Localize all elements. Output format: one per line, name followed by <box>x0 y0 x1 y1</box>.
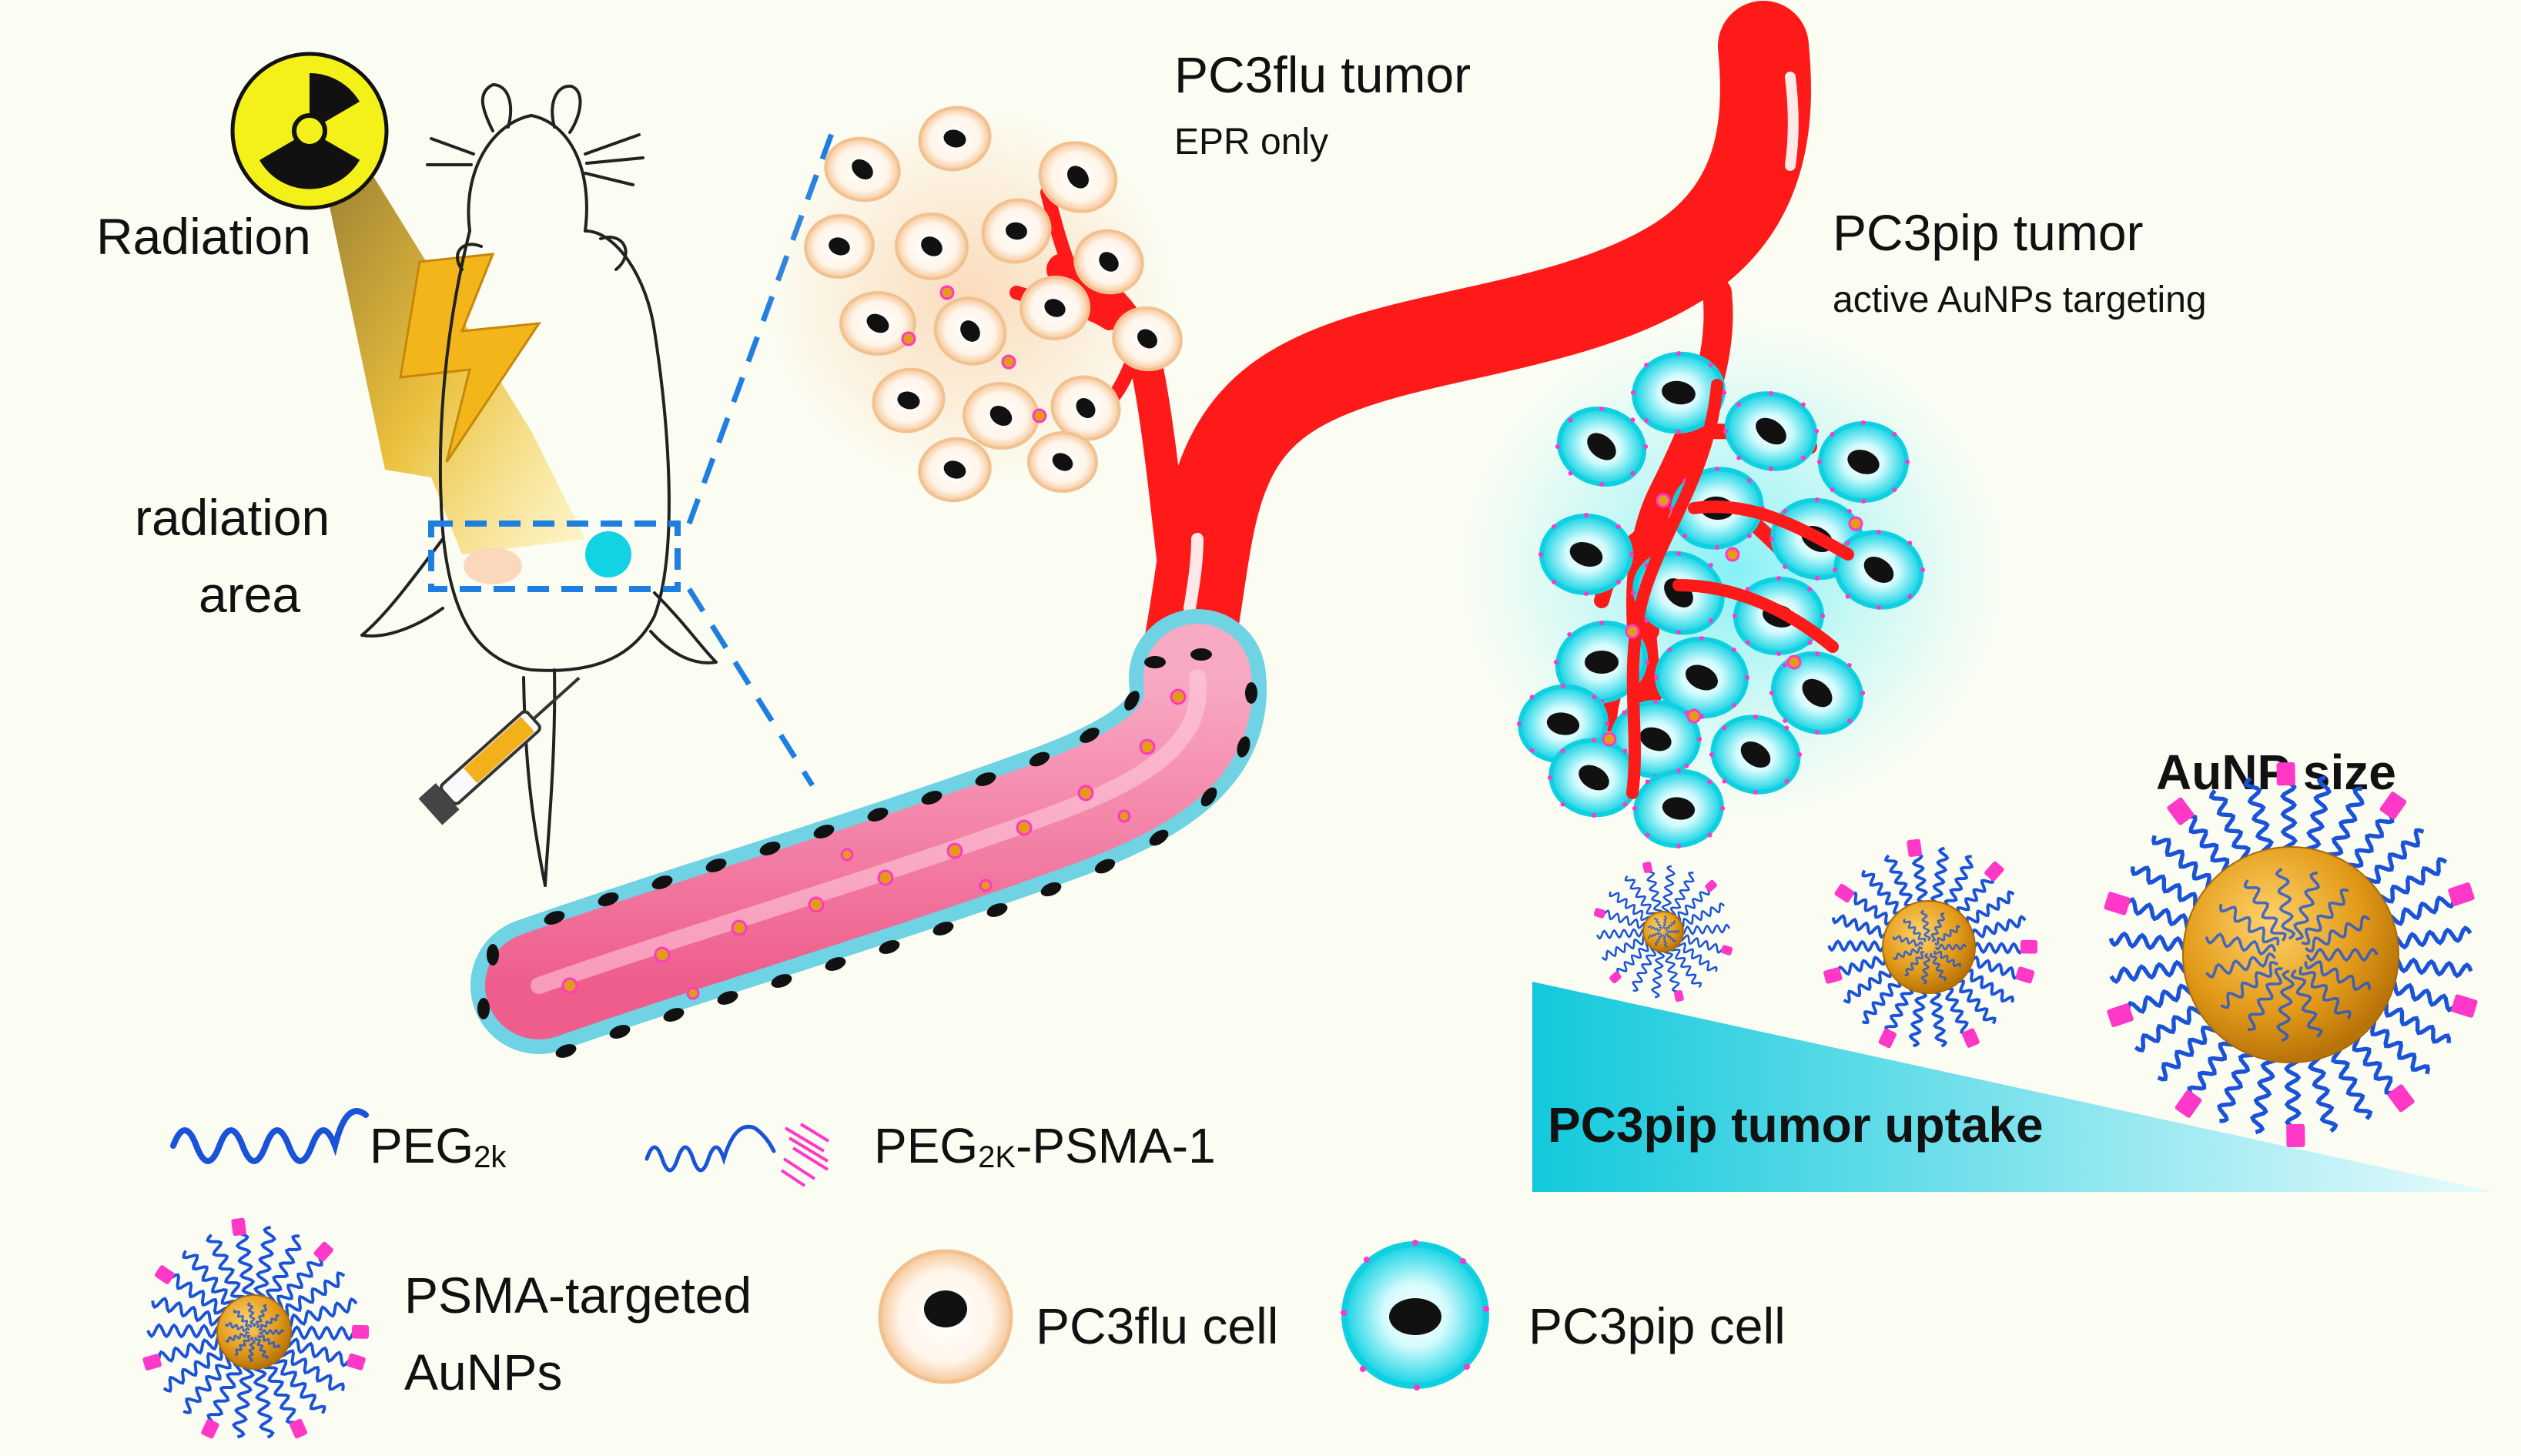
pc3flu-cell <box>1112 306 1183 372</box>
pc3flu-tumor-cluster <box>804 105 1183 503</box>
peg-legend-label: PEG2k <box>370 1118 507 1174</box>
pc3pip-cell <box>1816 420 1910 504</box>
pc3pip-cell <box>1632 768 1726 848</box>
pc3pip-cell-legend-icon <box>1341 1240 1489 1391</box>
radiation-icon <box>230 52 389 210</box>
pc3flu-cell-legend-label: PC3flu cell <box>1036 1297 1278 1354</box>
mouse-icon <box>360 83 718 887</box>
cluster-nanoparticle <box>939 285 955 300</box>
radiation-area-box <box>428 520 681 592</box>
pc3flu-tumor-subtitle: EPR only <box>1174 122 1328 162</box>
pc3flu-cell <box>804 213 875 279</box>
pc3pip-cell-legend-label: PC3pip cell <box>1528 1297 1786 1354</box>
uptake-wedge <box>1532 982 2495 1192</box>
pc3pip-cell <box>1709 715 1803 795</box>
pc3pip-tumor-cluster <box>1516 351 1926 848</box>
cluster-nanoparticle <box>1656 493 1671 508</box>
aunp-small <box>1593 861 1733 1002</box>
radiation-area-label-1: radiation <box>135 489 330 546</box>
zoom-line-bottom <box>687 587 815 787</box>
vessel-nanoparticles <box>561 688 1187 1000</box>
pc3flu-cell <box>839 291 916 356</box>
peg-psma-legend-label: PEG2K-PSMA-1 <box>874 1118 1216 1174</box>
cluster-nanoparticle <box>1625 624 1640 639</box>
syringe-icon <box>418 676 581 825</box>
pc3flu-cell <box>918 105 992 172</box>
uptake-label: PC3pip tumor uptake <box>1548 1097 2044 1153</box>
pc3flu-cell <box>918 437 992 503</box>
pc3flu-cell <box>1038 141 1118 213</box>
psma-ligand-icon <box>780 1123 830 1187</box>
cluster-nanoparticle <box>1725 547 1740 562</box>
aunp-large <box>2104 761 2478 1148</box>
pc3pip-tumor-title: PC3pip tumor <box>1833 204 2144 261</box>
pc3flu-cell <box>981 198 1052 264</box>
pc3flu-cell <box>1019 275 1090 341</box>
pc3pip-cell <box>1832 530 1926 610</box>
aunp-legend-icon <box>142 1217 370 1439</box>
pc3flu-cell <box>933 296 1007 366</box>
pc3flu-cell <box>1027 431 1098 493</box>
pc3flu-cell <box>824 136 901 203</box>
endothelial-cells <box>477 648 1257 1058</box>
pc3pip-cell <box>1547 738 1641 818</box>
aunp-medium <box>1823 838 2038 1049</box>
pc3pip-cell <box>1555 406 1649 487</box>
aunp-legend-line1: PSMA-targeted <box>404 1267 752 1324</box>
pc3pip-cell <box>1769 651 1866 735</box>
pc3pip-cell <box>1630 351 1727 434</box>
cluster-nanoparticle <box>1032 408 1047 423</box>
pc3flu-cell <box>963 381 1040 450</box>
cluster-nanoparticle <box>1686 708 1702 724</box>
pc3flu-cell <box>872 367 946 433</box>
pc3flu-cell <box>1073 229 1144 295</box>
pc3pip-cell <box>1538 513 1635 596</box>
pc3pip-cell <box>1553 620 1650 705</box>
lightning-icon <box>399 253 542 463</box>
cluster-nanoparticle <box>901 331 916 346</box>
pc3pip-capillaries <box>1626 379 1854 799</box>
pc3pip-cell <box>1723 391 1820 471</box>
peg-psma-legend-icon <box>644 1125 776 1173</box>
pc3flu-cell <box>895 212 969 281</box>
pc3pip-tumor-on-mouse <box>585 531 631 577</box>
pc3pip-tumor-subtitle: active AuNPs targeting <box>1833 279 2207 320</box>
pc3flu-tumor-on-mouse <box>464 547 522 584</box>
pc3flu-cell <box>1050 375 1121 441</box>
blood-vessel <box>470 1 1817 1054</box>
cluster-nanoparticle <box>1602 731 1617 747</box>
aunp-legend-line2: AuNPs <box>404 1344 562 1401</box>
aunp-size-label: AuNP size <box>2156 745 2396 800</box>
peg-legend-icon <box>170 1108 369 1164</box>
cluster-nanoparticle <box>1848 516 1863 531</box>
radiation-area-label-2: area <box>199 566 300 623</box>
cluster-nanoparticle <box>1786 654 1802 670</box>
radiation-beam <box>323 158 585 554</box>
radiation-label: Radiation <box>96 208 311 265</box>
pc3flu-cell-legend-icon <box>878 1249 1013 1384</box>
pc3flu-tumor-title: PC3flu tumor <box>1174 46 1471 103</box>
cluster-nanoparticle <box>1001 354 1016 370</box>
